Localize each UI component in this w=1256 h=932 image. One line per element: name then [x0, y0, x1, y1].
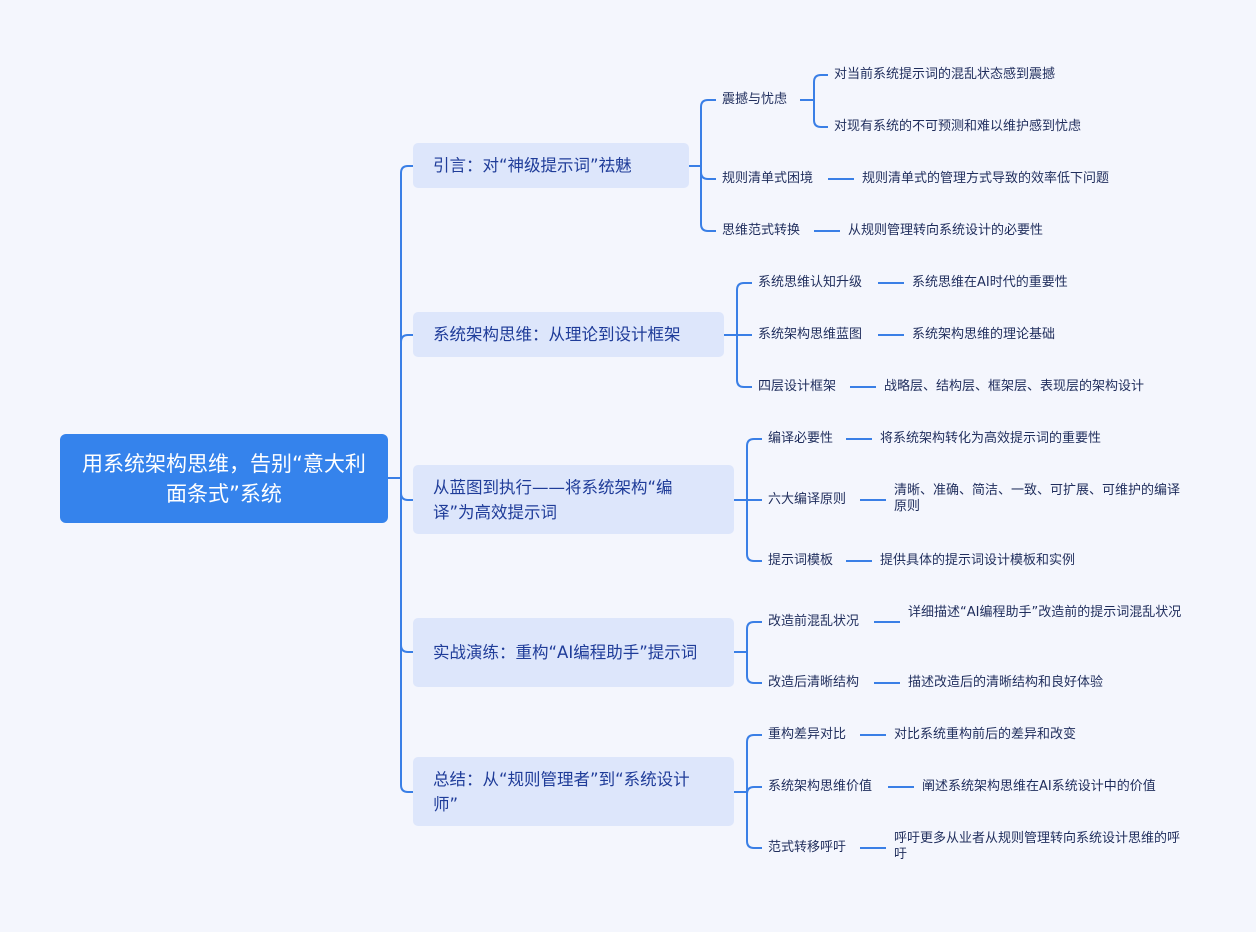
leaf-before-refactor[interactable]: 详细描述“AI编程助手”改造前的提示词混乱状况 [908, 605, 1182, 620]
root-connector-link-1 [400, 334, 413, 478]
root-connector-link-4 [400, 478, 413, 793]
branch1-connector-link-0 [736, 282, 752, 335]
leaf-six-principles[interactable]: 清晰、准确、简洁、一致、可扩展、可维护的编译原则 [894, 483, 1181, 514]
branch-summary[interactable]: 总结：从“规则管理者”到“系统设计师” [413, 757, 734, 826]
subtopic-four-layer-framework[interactable]: 四层设计框架 [758, 379, 837, 394]
subtopic-before-refactor[interactable]: 改造前混乱状况 [768, 614, 860, 629]
branch-architecture-thinking[interactable]: 系统架构思维：从理论到设计框架 [413, 312, 724, 357]
branch0-connector-link-0 [700, 99, 716, 166]
subtopic-paradigm-shift[interactable]: 思维范式转换 [722, 223, 801, 238]
leaf-paradigm-call[interactable]: 呼吁更多从业者从规则管理转向系统设计思维的呼吁 [894, 831, 1181, 862]
subtopic-six-principles[interactable]: 六大编译原则 [768, 492, 847, 507]
leaf-paradigm-shift[interactable]: 从规则管理转向系统设计的必要性 [848, 223, 1044, 238]
branch-practice[interactable]: 实战演练：重构“AI编程助手”提示词 [413, 618, 734, 687]
branch4-connector-link-0 [746, 734, 762, 792]
leaf-worry[interactable]: 对现有系统的不可预测和难以维护感到忧虑 [834, 119, 1082, 134]
branch0-connector-link-1 [700, 166, 716, 180]
leaf-after-refactor[interactable]: 描述改造后的清晰结构和良好体验 [908, 675, 1104, 690]
leaf-difference-comparison[interactable]: 对比系统重构前后的差异和改变 [894, 727, 1077, 742]
subtopic-thinking-value[interactable]: 系统架构思维价值 [768, 779, 873, 794]
subtopic-paradigm-call[interactable]: 范式转移呼吁 [768, 840, 847, 855]
branch0-connector-link-2 [700, 166, 716, 232]
subtopic-difference-comparison[interactable]: 重构差异对比 [768, 727, 847, 742]
leaf-rule-list-dilemma[interactable]: 规则清单式的管理方式导致的效率低下问题 [862, 171, 1110, 186]
branch2-connector-link-2 [746, 500, 762, 562]
branch1-connector-link-2 [736, 335, 752, 388]
root-connector-link-2 [400, 478, 413, 501]
subtopic-cognition-upgrade[interactable]: 系统思维认知升级 [758, 275, 863, 290]
subtopic-blueprint[interactable]: 系统架构思维蓝图 [758, 327, 863, 342]
branch-title: 从蓝图到执行——将系统架构“编译”为高效提示词 [433, 477, 673, 522]
leaf-thinking-value[interactable]: 阐述系统架构思维在AI系统设计中的价值 [922, 779, 1156, 794]
branch2-connector-link-0 [746, 438, 762, 500]
shock-worry-connector-link-0 [813, 74, 828, 100]
root-title: 用系统架构思维，告别“意大利面条式”系统 [82, 451, 366, 506]
branch-title: 实战演练：重构“AI编程助手”提示词 [433, 643, 698, 662]
subtopic-rule-list-dilemma[interactable]: 规则清单式困境 [722, 171, 814, 186]
branch3-connector-link-0 [746, 621, 762, 652]
branch3-connector-link-1 [746, 652, 762, 684]
root-topic[interactable]: 用系统架构思维，告别“意大利面条式”系统 [60, 434, 388, 523]
subtopic-shock-worry[interactable]: 震撼与忧虑 [722, 92, 788, 107]
subtopic-prompt-template[interactable]: 提示词模板 [768, 553, 834, 568]
branch4-connector-link-1 [746, 786, 762, 795]
root-connector-link-0 [400, 165, 413, 478]
leaf-four-layer-framework[interactable]: 战略层、结构层、框架层、表现层的架构设计 [884, 379, 1145, 394]
leaf-compile-necessity[interactable]: 将系统架构转化为高效提示词的重要性 [880, 431, 1102, 446]
branch-title: 总结：从“规则管理者”到“系统设计师” [433, 769, 690, 814]
shock-worry-connector-link-1 [813, 100, 828, 128]
leaf-blueprint[interactable]: 系统架构思维的理论基础 [912, 327, 1056, 342]
leaf-cognition-upgrade[interactable]: 系统思维在AI时代的重要性 [912, 275, 1068, 290]
root-connector-link-3 [400, 478, 413, 653]
leaf-prompt-template[interactable]: 提供具体的提示词设计模板和实例 [880, 553, 1076, 568]
branch4-connector-link-2 [746, 792, 762, 849]
subtopic-compile-necessity[interactable]: 编译必要性 [768, 431, 834, 446]
branch-title: 引言：对“神级提示词”祛魅 [433, 156, 632, 175]
leaf-shock[interactable]: 对当前系统提示词的混乱状态感到震撼 [834, 67, 1056, 82]
subtopic-after-refactor[interactable]: 改造后清晰结构 [768, 675, 860, 690]
branch-title: 系统架构思维：从理论到设计框架 [433, 325, 681, 344]
branch-intro[interactable]: 引言：对“神级提示词”祛魅 [413, 143, 689, 188]
branch-compile[interactable]: 从蓝图到执行——将系统架构“编译”为高效提示词 [413, 465, 734, 534]
